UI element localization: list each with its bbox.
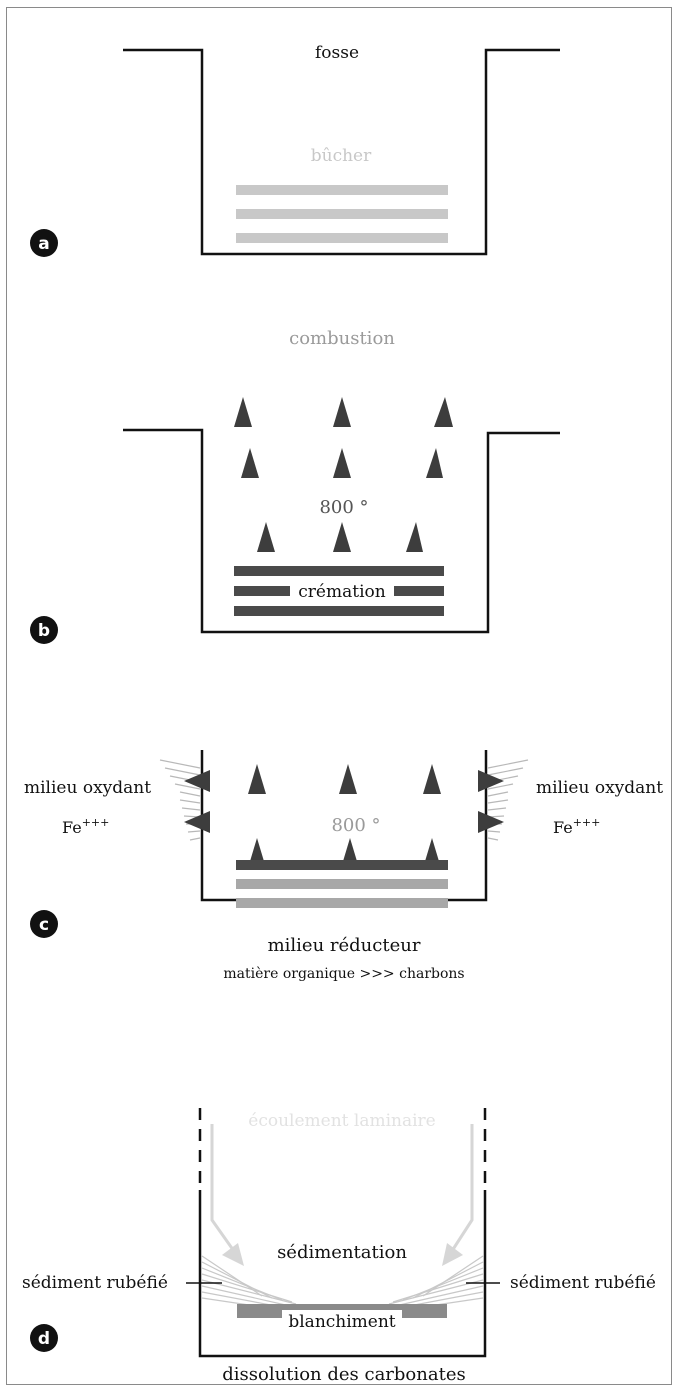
pyre-layer bbox=[236, 185, 448, 195]
arrow-left-icon bbox=[184, 811, 210, 833]
iron-ion-left: Fe+++ bbox=[62, 816, 109, 837]
arrow-left-icon bbox=[184, 770, 210, 792]
pyre-layer bbox=[236, 898, 448, 908]
carbonate-dissolution-label: dissolution des carbonates bbox=[222, 1364, 465, 1385]
figure-frame bbox=[6, 7, 672, 1385]
cremation-label-bg bbox=[290, 580, 394, 602]
flame-icon bbox=[333, 397, 351, 427]
arrow-right-icon bbox=[478, 811, 504, 833]
reducing-label: milieu réducteur bbox=[268, 935, 421, 956]
flame-icon bbox=[333, 448, 351, 478]
oxidation-zone-left bbox=[159, 759, 201, 841]
arrow-right-icon bbox=[478, 770, 504, 792]
flame-icon bbox=[257, 522, 275, 552]
oxidizing-label-left: milieu oxydant bbox=[24, 778, 151, 798]
panel-letter-badge bbox=[30, 910, 58, 938]
panel-letter-c: c bbox=[39, 915, 49, 935]
bleaching-label-bg bbox=[282, 1310, 402, 1332]
flame-icon bbox=[339, 764, 357, 794]
pit-outline-a bbox=[123, 48, 560, 256]
charred-layer bbox=[234, 606, 444, 616]
arrow-down-right-icon bbox=[222, 1243, 244, 1266]
flame-icon bbox=[248, 764, 266, 794]
panel-letter-badge bbox=[30, 229, 58, 257]
sediment-wedge-right bbox=[388, 1255, 484, 1307]
charred-layer bbox=[236, 860, 448, 870]
flame-icon bbox=[234, 397, 252, 427]
panel-b: combustion 800 ° crémation b bbox=[30, 328, 560, 644]
flame-icon bbox=[241, 448, 259, 478]
pit-outline-d bbox=[198, 1190, 487, 1358]
pit-label: fosse bbox=[315, 43, 359, 63]
sediment-wedge-left bbox=[201, 1255, 297, 1307]
panel-letter-b: b bbox=[38, 621, 50, 641]
flow-arrow-left bbox=[210, 1124, 244, 1266]
flame-icon bbox=[333, 522, 351, 552]
flame-icon bbox=[423, 764, 441, 794]
combustion-label: combustion bbox=[289, 328, 395, 349]
flame-icon bbox=[406, 522, 423, 552]
panel-letter-badge bbox=[30, 1324, 58, 1352]
flame-icon bbox=[426, 448, 443, 478]
oxidation-zone-right bbox=[487, 759, 529, 841]
temperature-label: 800 ° bbox=[319, 497, 368, 518]
bleaching-label: blanchiment bbox=[288, 1312, 395, 1332]
oxidizing-label-right: milieu oxydant bbox=[536, 778, 663, 798]
pyre-label: bûcher bbox=[311, 146, 372, 166]
panel-letter-a: a bbox=[38, 234, 49, 254]
laminar-flow-label: écoulement laminaire bbox=[248, 1111, 435, 1131]
panel-letter-badge bbox=[30, 616, 58, 644]
pyre-layer bbox=[236, 879, 448, 889]
panel-c: 800 ° milieu oxydant Fe+++ milieu oxydan… bbox=[24, 750, 663, 982]
pit-outline-b bbox=[123, 428, 560, 634]
panel-a: fosse bûcher a bbox=[30, 43, 560, 257]
iron-ion-right: Fe+++ bbox=[553, 816, 600, 837]
sedimentation-label: sédimentation bbox=[277, 1242, 407, 1263]
rubefied-sediment-label-right: sédiment rubéfié bbox=[510, 1273, 656, 1293]
pyre-layer bbox=[236, 209, 448, 219]
cremation-label: crémation bbox=[298, 582, 385, 602]
rubefied-sediment-label-left: sédiment rubéfié bbox=[22, 1273, 168, 1293]
iron-ion-right-symbol: Fe bbox=[553, 818, 573, 837]
flow-arrow-right bbox=[442, 1124, 474, 1266]
panel-letter-d: d bbox=[38, 1329, 50, 1349]
pyre-layer bbox=[236, 233, 448, 243]
charred-layer bbox=[234, 566, 444, 576]
organic-matter-label: matière organique >>> charbons bbox=[223, 966, 464, 982]
iron-ion-right-charge: +++ bbox=[573, 816, 601, 829]
panel-d: écoulement laminaire bbox=[22, 1108, 656, 1385]
temperature-label: 800 ° bbox=[331, 815, 380, 836]
flame-icon bbox=[434, 397, 453, 427]
arrow-down-left-icon bbox=[442, 1243, 463, 1266]
